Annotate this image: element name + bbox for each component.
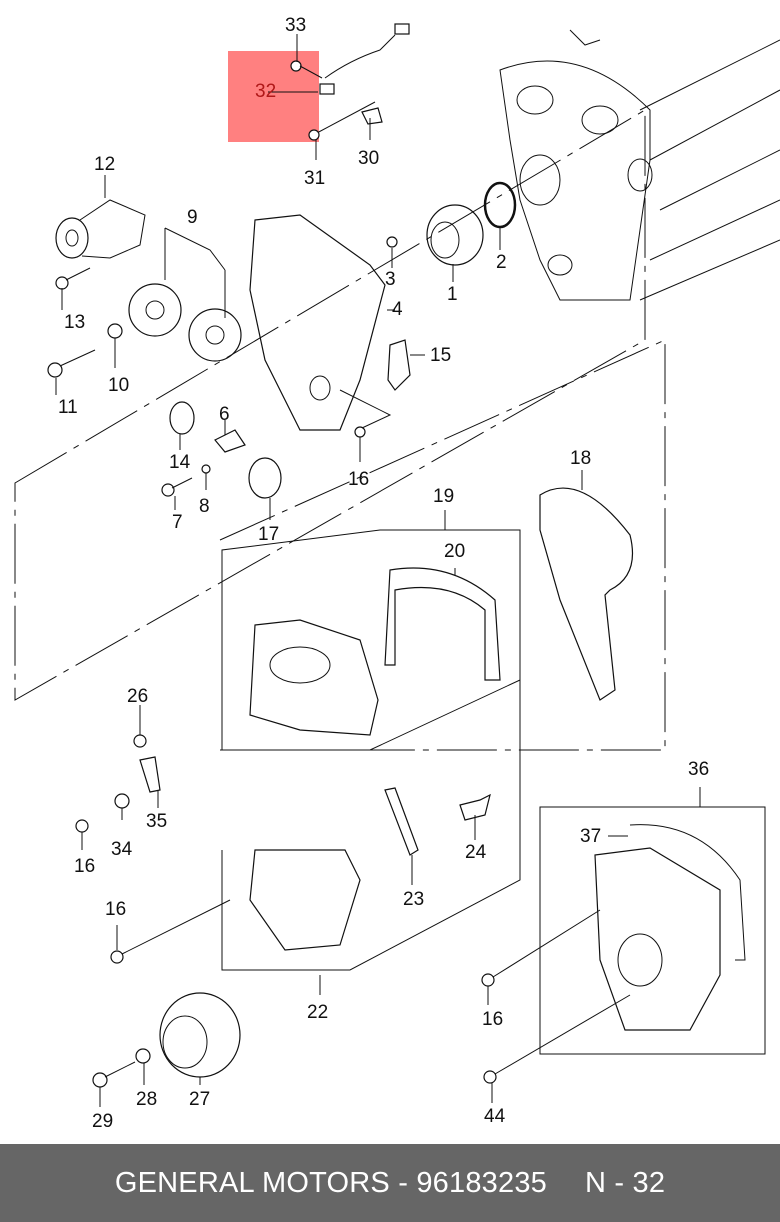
callout-36[interactable]: 36 — [688, 759, 710, 780]
footer-bar: GENERAL MOTORS - 96183235 N - 32 — [0, 1144, 780, 1222]
guide-23 — [384, 787, 419, 856]
upper-cover-19 — [249, 619, 379, 736]
callout-33[interactable]: 33 — [285, 15, 307, 36]
bolt-16c — [110, 950, 124, 964]
callout-29[interactable]: 29 — [92, 1111, 114, 1132]
bolt-11 — [47, 362, 63, 378]
callout-12[interactable]: 12 — [94, 154, 116, 175]
rear-cover-4 — [249, 214, 386, 431]
water-pump-1 — [426, 204, 484, 266]
callout-8[interactable]: 8 — [199, 496, 210, 517]
bolt-33 — [290, 60, 302, 72]
sensor-32 — [319, 83, 335, 95]
guide-15 — [387, 339, 411, 391]
callout-15[interactable]: 15 — [430, 345, 452, 366]
guide-24 — [459, 793, 491, 821]
camshaft-gear-9a — [128, 283, 182, 337]
bolt-16d — [481, 973, 495, 987]
bolt-26 — [133, 734, 147, 748]
callout-10[interactable]: 10 — [108, 375, 130, 396]
lower-cover-22 — [249, 849, 361, 951]
sensor-wire — [324, 34, 396, 79]
footer-brand-part-number: GENERAL MOTORS - 96183235 — [114, 1166, 547, 1199]
callout-23[interactable]: 23 — [403, 889, 425, 910]
callout-32[interactable]: 32 — [255, 81, 277, 102]
callout-37[interactable]: 37 — [580, 826, 602, 847]
bolt-29 — [92, 1072, 108, 1088]
callout-26[interactable]: 26 — [127, 686, 149, 707]
seal-20 — [384, 567, 501, 681]
engine-block — [499, 29, 780, 301]
callout-31[interactable]: 31 — [304, 168, 326, 189]
callout-1[interactable]: 1 — [447, 284, 458, 305]
parts-diagram: 33 32 31 30 12 9 13 10 11 3 1 2 4 15 6 1… — [14, 15, 780, 1132]
bolt-3 — [386, 236, 398, 248]
front-cover-36 — [594, 847, 721, 1031]
callout-14[interactable]: 14 — [169, 452, 191, 473]
spacer-6 — [214, 429, 246, 453]
callout-3[interactable]: 3 — [385, 269, 396, 290]
camshaft-gear-9b — [188, 308, 242, 362]
callout-16-lower[interactable]: 16 — [105, 899, 127, 920]
callout-16-upper[interactable]: 16 — [348, 469, 370, 490]
crank-gear-17 — [248, 457, 282, 499]
idler-14 — [169, 401, 195, 435]
highlight-part-32 — [228, 51, 319, 142]
callout-19[interactable]: 19 — [433, 486, 455, 507]
bolt-31 — [308, 129, 320, 141]
callout-17[interactable]: 17 — [258, 524, 280, 545]
callout-7[interactable]: 7 — [172, 512, 183, 533]
sensor-connector — [394, 23, 410, 35]
washer-28 — [135, 1048, 151, 1064]
washer-34 — [114, 793, 130, 809]
callout-13[interactable]: 13 — [64, 312, 86, 333]
bolt-16b — [75, 819, 89, 833]
bolt-44 — [483, 1070, 497, 1084]
diagram-lines — [14, 23, 780, 1107]
callout-16-mid[interactable]: 16 — [74, 856, 96, 877]
callout-27[interactable]: 27 — [189, 1089, 211, 1110]
bracket-35 — [139, 756, 161, 793]
callout-11[interactable]: 11 — [58, 397, 78, 418]
callout-34[interactable]: 34 — [111, 839, 133, 860]
bolt-13 — [55, 276, 69, 290]
callout-44[interactable]: 44 — [484, 1106, 506, 1127]
callout-35[interactable]: 35 — [146, 811, 168, 832]
washer-8 — [201, 464, 211, 474]
crank-pulley-27 — [159, 992, 241, 1078]
callout-6[interactable]: 6 — [219, 404, 230, 425]
callout-20[interactable]: 20 — [444, 541, 466, 562]
callout-22[interactable]: 22 — [307, 1002, 329, 1023]
callout-18[interactable]: 18 — [570, 448, 592, 469]
callout-24[interactable]: 24 — [465, 842, 487, 863]
timing-belt-18 — [539, 487, 634, 701]
bolt-7 — [161, 483, 175, 497]
washer-10 — [107, 323, 123, 339]
callout-4[interactable]: 4 — [392, 299, 403, 320]
tensioner-12 — [55, 217, 89, 259]
bracket-30 — [361, 107, 383, 125]
callout-9[interactable]: 9 — [187, 207, 198, 228]
callout-28[interactable]: 28 — [136, 1089, 158, 1110]
footer-reference: N - 32 — [584, 1166, 666, 1199]
bolt-16a — [354, 426, 366, 438]
callout-16-right[interactable]: 16 — [482, 1009, 504, 1030]
callout-30[interactable]: 30 — [358, 148, 380, 169]
callout-2[interactable]: 2 — [496, 252, 507, 273]
